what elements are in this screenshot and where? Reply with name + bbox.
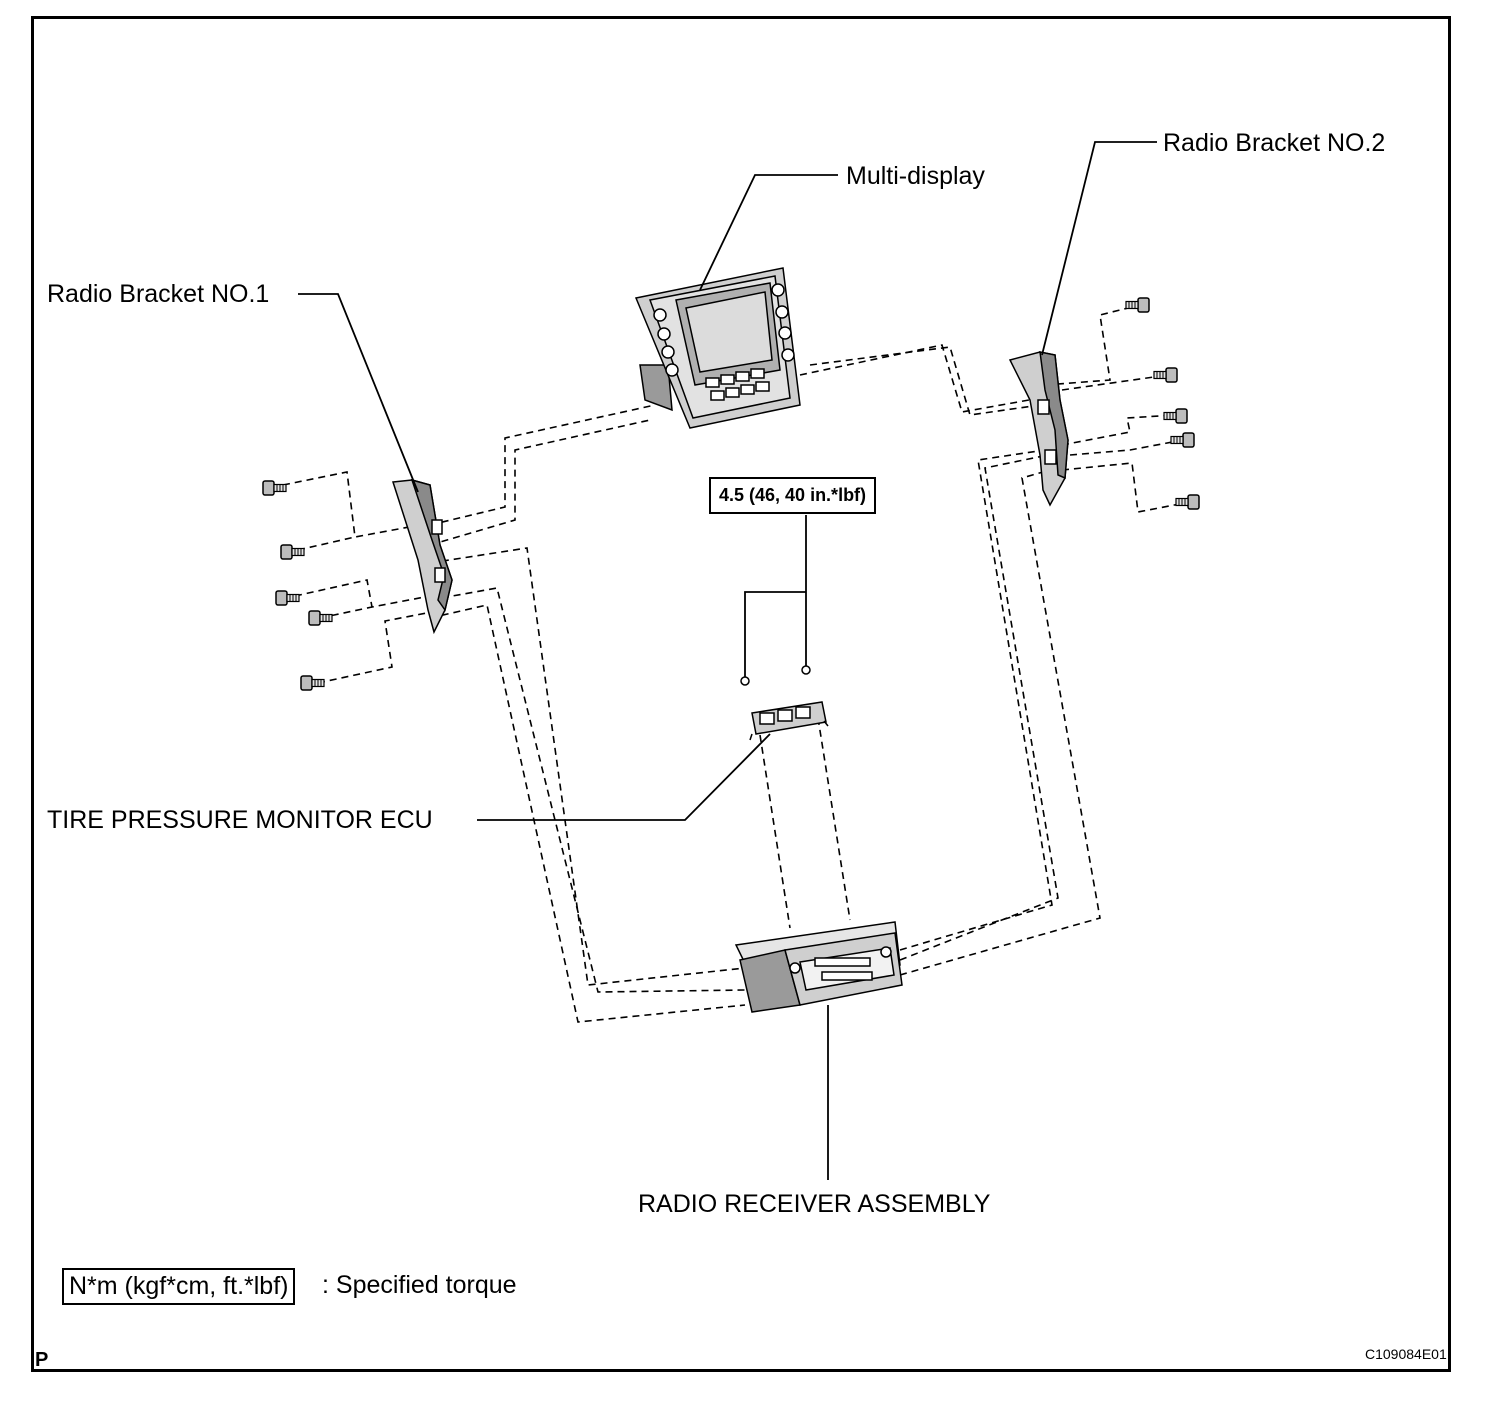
torque-spec-box: 4.5 (46, 40 in.*lbf) <box>709 477 877 514</box>
ecu-screw-right <box>801 665 811 675</box>
figure-id: C109084E01 <box>1365 1346 1447 1362</box>
multi-display-unit <box>634 267 801 429</box>
label-radio-bracket-2: Radio Bracket NO.2 <box>1163 129 1386 157</box>
radio-bracket-2-part <box>1008 351 1069 507</box>
label-radio-receiver: RADIO RECEIVER ASSEMBLY <box>638 1190 991 1218</box>
ecu-screw-left <box>740 676 750 686</box>
label-radio-bracket-1: Radio Bracket NO.1 <box>47 280 270 308</box>
legend-unit-box: N*m (kgf*cm, ft.*lbf) <box>62 1268 296 1305</box>
tpm-ecu-part <box>749 701 829 741</box>
assembly-dashed-lines <box>282 304 1191 1023</box>
radio-bracket-1-part <box>392 478 453 635</box>
legend-text: : Specified torque <box>322 1271 517 1299</box>
label-multi-display: Multi-display <box>846 162 985 190</box>
torque-leader <box>744 515 807 678</box>
radio-receiver-part <box>734 921 903 1013</box>
label-leaders <box>298 141 1157 1180</box>
bolts-left <box>262 480 333 691</box>
bolts-right <box>1125 297 1200 510</box>
corner-letter: P <box>35 1349 49 1371</box>
diagram-frame <box>31 16 1451 1372</box>
label-tpm-ecu: TIRE PRESSURE MONITOR ECU <box>47 806 433 834</box>
